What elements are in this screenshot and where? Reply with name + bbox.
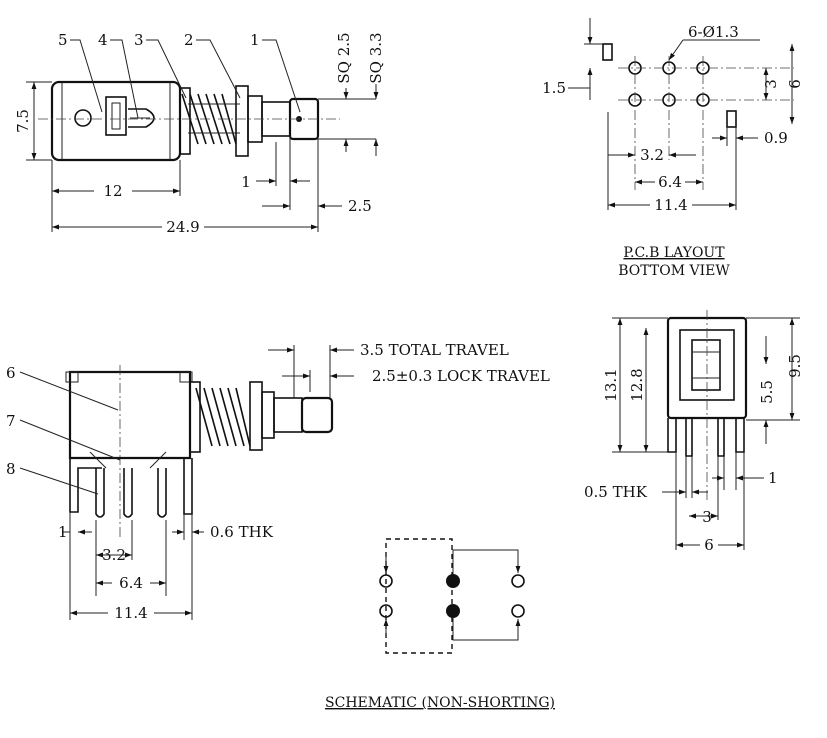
terminal-common [446, 574, 460, 588]
dim-body-length: 12 [103, 182, 122, 200]
dim-total-length: 24.9 [166, 218, 199, 236]
pin [123, 468, 133, 518]
pin-left [69, 458, 102, 513]
dim-hole-spec: 6-Ø1.3 [688, 23, 739, 41]
dim-pin-gap: 1 [58, 523, 68, 541]
side-button [300, 396, 334, 434]
dim-sq-small: SQ 2.5 [335, 32, 353, 83]
label-part-4: 4 [98, 31, 108, 49]
dim-side-pitch: 3.2 [102, 546, 126, 564]
end-pin [667, 418, 677, 453]
dim-width: 11.4 [654, 196, 687, 214]
label-part-3: 3 [134, 31, 144, 49]
side-stem [273, 397, 303, 433]
pcb-subtitle: BOTTOM VIEW [618, 263, 730, 279]
side-spring [195, 387, 251, 447]
terminal-open [379, 604, 393, 618]
terminal-common [446, 604, 460, 618]
side-view: 6 7 8 3.5 TOTAL TRAVEL 2.5±0.3 LOCK TRAV… [6, 341, 550, 622]
dim-side-width: 11.4 [114, 604, 147, 622]
dim-row-span: 6 [786, 79, 804, 89]
dim-h-body: 12.8 [628, 368, 646, 401]
dim-lock-travel: 2.5±0.3 LOCK TRAVEL [372, 367, 550, 385]
end-slider [691, 339, 721, 391]
schematic-dashed-box [385, 538, 453, 654]
end-pin [735, 418, 745, 453]
pcb-title: P.C.B LAYOUT [623, 245, 725, 261]
dim-span: 6.4 [658, 173, 682, 191]
label-part-8: 8 [6, 460, 16, 478]
dim-side-span: 6.4 [119, 574, 143, 592]
lock-cam [128, 108, 155, 128]
terminal-open [511, 574, 525, 588]
terminal-open [379, 574, 393, 588]
label-part-5: 5 [58, 31, 68, 49]
slot-top [602, 43, 613, 61]
front-flange [235, 85, 249, 157]
mount-hole [74, 109, 92, 127]
dim-sq-large: SQ 3.3 [367, 32, 385, 83]
pin-right [183, 458, 193, 515]
label-part-2: 2 [184, 31, 194, 49]
label-part-1: 1 [250, 31, 260, 49]
dim-gap: 1 [241, 173, 251, 191]
dim-pin-thickness: 0.6 THK [210, 523, 274, 541]
pin [95, 468, 105, 518]
dim-stem: 2.5 [348, 197, 372, 215]
dim-offset: 1.5 [542, 79, 566, 97]
dim-end-pin-thickness: 0.5 THK [584, 483, 648, 501]
dim-pitch: 3.2 [640, 146, 664, 164]
schematic-title: SCHEMATIC (NON-SHORTING) [325, 695, 555, 711]
slot-bottom [726, 110, 737, 128]
dim-h-upper: 5.5 [758, 380, 776, 404]
pcb-layout: 6-Ø1.3 1.5 3 6 0.9 3.2 6.4 11.4 P.C.B LA… [542, 18, 804, 279]
dim-end-pin-gap: 1 [768, 469, 778, 487]
top-view: 7.5 SQ 2.5 SQ 3.3 5 4 3 2 1 12 24.9 [14, 31, 385, 236]
dim-row-pitch: 3 [762, 79, 780, 89]
terminal-open [511, 604, 525, 618]
schematic: SCHEMATIC (NON-SHORTING) [325, 538, 555, 711]
dim-slot-width: 0.9 [764, 129, 788, 147]
side-body [68, 370, 192, 460]
slider-window [105, 96, 127, 136]
dim-end-pitch: 3 [702, 508, 712, 526]
end-pin [717, 418, 725, 457]
pin [157, 468, 167, 518]
end-pin [685, 418, 693, 457]
label-part-7: 7 [6, 412, 16, 430]
dim-total-travel: 3.5 TOTAL TRAVEL [360, 341, 509, 359]
label-part-6: 6 [6, 364, 16, 382]
dim-height: 7.5 [14, 109, 32, 133]
end-view: 13.1 12.8 5.5 9.5 0.5 THK 1 3 6 [584, 310, 804, 554]
dim-h-total: 13.1 [602, 368, 620, 401]
switch-body [50, 80, 182, 162]
dim-end-span: 6 [704, 536, 714, 554]
dim-h-upper-total: 9.5 [786, 354, 804, 378]
